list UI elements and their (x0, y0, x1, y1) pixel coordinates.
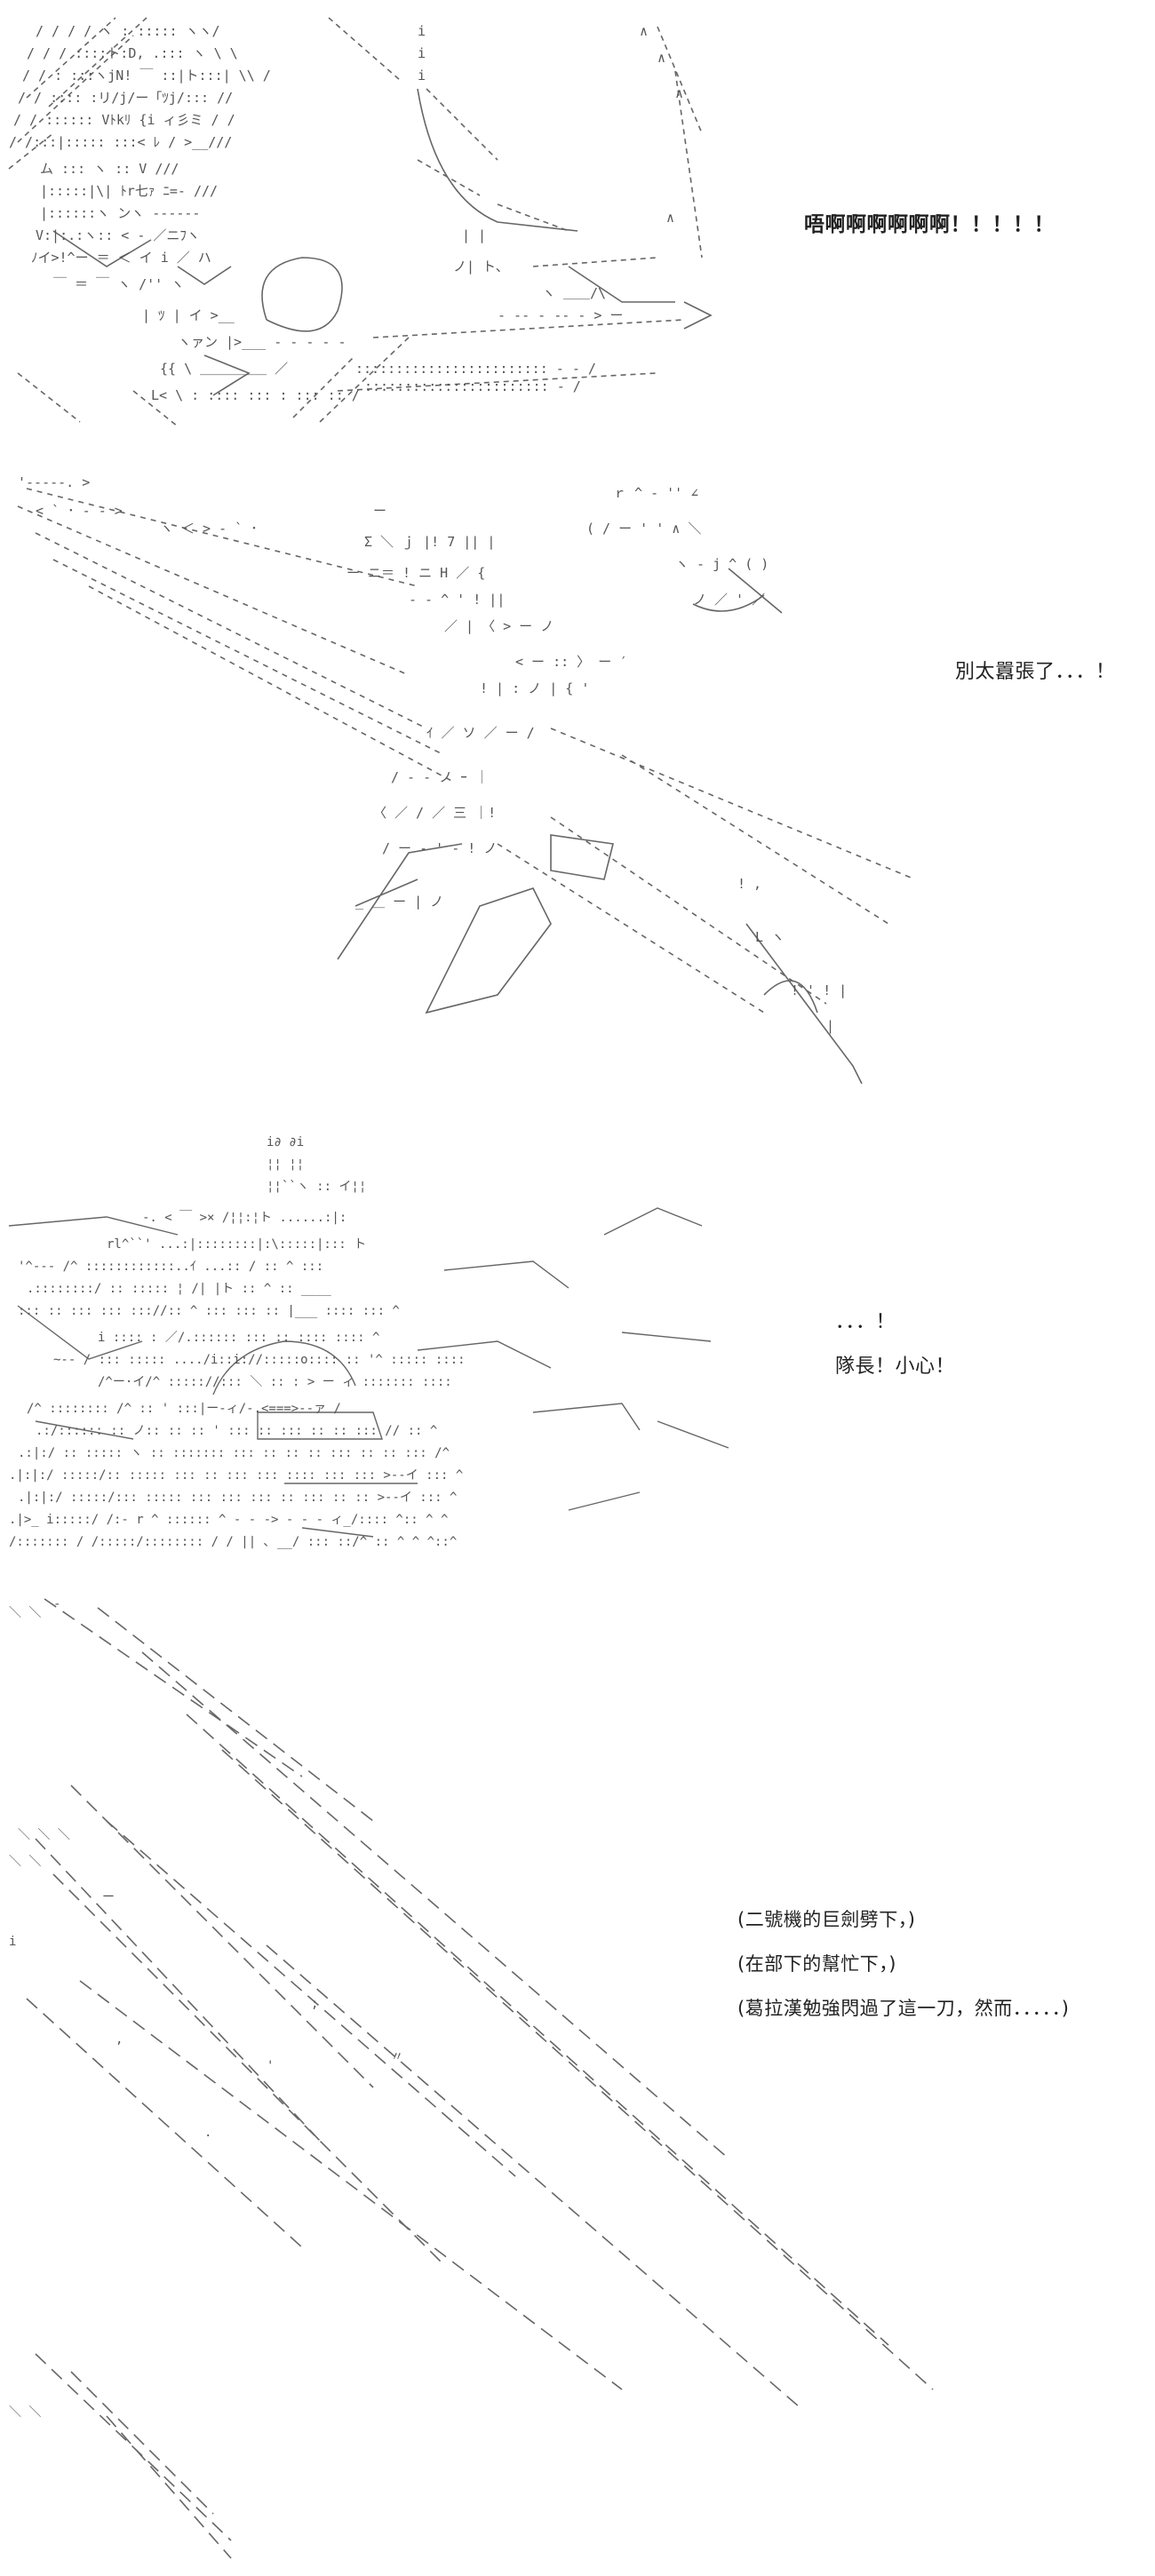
svg-text:|:::::|\| ﾄr七ｧ ﾆ=- ///: |:::::|\| ﾄr七ｧ ﾆ=- /// (40, 183, 218, 199)
svg-text:::::::::::::::::::::::: - /: ::::::::::::::::::::::: - / (364, 378, 581, 394)
svg-text:/^ :::::::: /^ :: ' :::|ー-ィ/-: /^ :::::::: /^ :: ' :::|ー-ィ/-.<===>--ァ / (27, 1402, 341, 1416)
svg-text:! ,: ! , (737, 876, 761, 892)
svg-text:ム ::: ヽ :: V ///: ム ::: ヽ :: V /// (40, 161, 179, 177)
svg-text:-: - (53, 1597, 60, 1611)
svg-text:ヽ ＿＿/\: ヽ ＿＿/\ (542, 285, 606, 301)
svg-text:'^--- /^ ::::::::::::..ｲ ...::: '^--- /^ ::::::::::::..ｲ ...:: / :: ^ ::… (18, 1260, 323, 1274)
svg-text:ー ニ＝ ! ニ H ／ {: ー ニ＝ ! ニ H ／ { (346, 565, 485, 581)
svg-text:.::::::::/ :: ::::: ¦ /| |ト ::: .::::::::/ :: ::::: ¦ /| |ト :: ^ :: ____ (27, 1282, 331, 1296)
svg-text:rl^``' ...:|::::::::|:\:::::|:: rl^``' ...:|::::::::|:\:::::|::: ト (107, 1237, 366, 1252)
svg-text:.|:|:/ :::::/:: ::::: ::: :: :: .|:|:/ :::::/:: ::::: ::: :: ::: ::: :::… (9, 1468, 463, 1483)
svg-text:| ﾂ | イ >__: | ﾂ | イ >__ (142, 307, 235, 323)
svg-text:ヽ ＜ > - ` ･: ヽ ＜ > - ` ･ (160, 521, 258, 537)
svg-text:/::::::: / /:::::/:::::::: /: /::::::: / /:::::/:::::::: / / || ､ __/ … (9, 1535, 457, 1549)
svg-text:i: i (9, 1935, 16, 1949)
ascii-art-screaming-pilot: / / / / ヽ : ::::: ヽヽ/ / / / ::::ト:D, .::… (8, 17, 713, 427)
svg-text:/ / : :::ヽjN! ￣ ::|ト:::| \\ /: / / : :::ヽjN! ￣ ::|ト:::| \\ / (22, 68, 271, 83)
svg-text:'-----. >: '-----. > (18, 474, 90, 490)
svg-text:ｒ ^ - '' ∠: ｒ ^ - '' ∠ (613, 485, 698, 501)
svg-text:/ / / ::::ト:D, .::: ヽ \ \: / / / ::::ト:D, .::: ヽ \ \ (27, 45, 238, 61)
svg-text:ノ| ト、: ノ| ト、 (453, 258, 509, 274)
svg-text:＼ ＼: ＼ ＼ (9, 1606, 41, 1620)
ascii-art-sword-slash: ＼ ＼ - ＼ ＼ ＼ ＼ ＼ i ー ; , ' 〃 . ＼ ＼ (9, 1597, 934, 2559)
svg-text:i: i (418, 23, 426, 39)
panel-4-caption-3: (葛拉漢勉強閃過了這一刀，然而．．．．．) (737, 1998, 1070, 2019)
panel-1-caption: 唔啊啊啊啊啊啊！！！！！ (804, 213, 1055, 236)
svg-text::::::::::::::::::::::::: - - /: :::::::::::::::::::::::: - - / (355, 361, 596, 377)
svg-text:¦¦ ¦¦: ¦¦ ¦¦ (267, 1157, 304, 1172)
svg-text:|::::::ヽ ンヽ ------: |::::::ヽ ンヽ ------ (40, 205, 200, 221)
svg-text:＼ ＼ ＼: ＼ ＼ ＼ (18, 1828, 70, 1842)
svg-text:/ / :::: :リ/j/ー「ﾂj/::: //: / / :::: :リ/j/ー「ﾂj/::: // (18, 90, 233, 106)
svg-text:/ / :::::: Vﾄkﾘ {i ィ彡ミ / /: / / :::::: Vﾄkﾘ {i ィ彡ミ / / (13, 112, 235, 128)
svg-text:/ - - ノ ｰ ｜: / - - ノ ｰ ｜ (391, 769, 489, 785)
svg-text:( / ー ' ' ∧ ＼: ( / ー ' ' ∧ ＼ (586, 521, 701, 537)
svg-text:- -- - -- - > ー: - -- - -- - > ー (498, 307, 623, 323)
ascii-art-mecha-group: i∂ ∂i ¦¦ ¦¦ ¦¦``ヽ :: イ¦¦ -. < ￣ >× /¦¦:¦… (8, 1135, 729, 1549)
svg-text:< ー :: 〉 ー ′: < ー :: 〉 ー ′ (515, 654, 627, 670)
svg-text:| |: | | (462, 227, 486, 243)
svg-text:/ /:::|::::: :::< ﾚ / >__///: / /:::|::::: :::< ﾚ / >__/// (9, 134, 232, 150)
svg-text:~-- / ::: ::::: ..../i::i://::: ~-- / ::: ::::: ..../i::i://:::::o:::: :… (53, 1353, 466, 1367)
panel-3-caption-ellipsis: ．．．！ (835, 1311, 896, 1333)
svg-text:i: i (418, 68, 426, 83)
svg-text:ー: ー (102, 1890, 115, 1904)
svg-text:¦¦``ヽ :: イ¦¦: ¦¦``ヽ :: イ¦¦ (267, 1180, 366, 1194)
svg-text:.:/:::::: :: ノ:: :: :: ' ::: :: .:/:::::: :: ノ:: :: :: ' ::: :: ::: :: :… (36, 1424, 437, 1438)
svg-text:L ヽ: L ヽ (755, 929, 785, 945)
svg-text:￣ ＝ ￣ ヽ /'' ヽ: ￣ ＝ ￣ ヽ /'' ヽ (53, 276, 184, 292)
panel-3: i∂ ∂i ¦¦ ¦¦ ¦¦``ヽ :: イ¦¦ -. < ￣ >× /¦¦:¦… (0, 1128, 1155, 1572)
panel-4-caption-1: (二號機的巨劍劈下，) (737, 1909, 916, 1930)
ascii-art-mecha-clash: '-----. > < ` ･ - - > ヽ ＜ > - ` ･ ー Σ ＼ … (17, 474, 916, 1085)
panel-2: '-----. > < ` ･ - - > ヽ ＜ > - ` ･ ー Σ ＼ … (0, 462, 1155, 1101)
svg-text:{{ \ ＿＿＿＿＿ ／: {{ \ ＿＿＿＿＿ ／ (160, 361, 288, 377)
svg-text:∧: ∧ (666, 210, 674, 226)
svg-text:.: . (204, 2126, 211, 2140)
svg-text:／ | 〈 > ー ノ: ／ | 〈 > ー ノ (444, 618, 554, 634)
svg-text:ノ ／ ' ／: ノ ／ ' ／ (693, 592, 765, 608)
svg-text:ヽ - j ^ ( ): ヽ - j ^ ( ) (675, 556, 769, 572)
svg-text:i: i (418, 45, 426, 61)
panel-1: / / / / ヽ : ::::: ヽヽ/ / / / ::::ト:D, .::… (0, 0, 1155, 435)
svg-text:V:|:.:ヽ:: < - ／ニﾌヽ: V:|:.:ヽ:: < - ／ニﾌヽ (36, 227, 200, 243)
svg-text:! | : ノ | { ': ! | : ノ | { ' (480, 680, 589, 696)
svg-text:i∂ ∂i: i∂ ∂i (267, 1135, 304, 1149)
svg-text:': ' (267, 2059, 274, 2073)
svg-text:.|>_ i:::::/ /:- r ^ :::::: ^: .|>_ i:::::/ /:- r ^ :::::: ^ - - -> - -… (9, 1513, 448, 1527)
svg-text:＼ ＼: ＼ ＼ (9, 2405, 41, 2420)
svg-text:Σ ＼ ｊ |! 7 || |: Σ ＼ ｊ |! 7 || | (364, 534, 495, 550)
svg-text:ヽァン |>___ - - - - -: ヽァン |>___ - - - - - (178, 334, 346, 350)
svg-text:/^ー·イ/^ ::::://::: ＼ :: : > ー: /^ー·イ/^ ::::://::: ＼ :: : > ー ィ ::::::: … (98, 1375, 452, 1389)
svg-text:::: :: ::: ::: ::://:: ^ ::: :: ::: :: ::: ::: ::://:: ^ ::: ::: :: |___… (18, 1304, 400, 1318)
panel-2-caption: 別太囂張了．．．！ (955, 661, 1116, 683)
panel-4-caption-2: (在部下的幫忙下，) (737, 1953, 896, 1975)
svg-text:/ ー - ' - ! ノ: / ー - ' - ! ノ (382, 840, 497, 856)
svg-text:〃: 〃 (391, 2050, 403, 2064)
svg-text:! ' ! |: ! ' ! | (791, 982, 847, 998)
svg-text:.|:|:/ :::::/::: ::::: ::: :::: .|:|:/ :::::/::: ::::: ::: ::: ::: :: ::… (18, 1491, 457, 1505)
svg-text:/ / / / ヽ : ::::: ヽヽ/: / / / / ヽ : ::::: ヽヽ/ (36, 23, 220, 39)
svg-text:,: , (116, 2032, 123, 2047)
svg-text:ﾉイ>!^ー ＝ ＜ イ i ／ ハ: ﾉイ>!^ー ＝ ＜ イ i ／ ハ (31, 250, 211, 266)
svg-text:.:|:/ :: ::::: ヽ :: ::::::: ::: .:|:/ :: ::::: ヽ :: ::::::: ::: :: :: ::… (18, 1446, 450, 1460)
svg-text:- ‐ ^ ' ! ||: - ‐ ^ ' ! || (409, 592, 505, 608)
svg-text:ｲ ／ ソ ／ ー /: ｲ ／ ソ ／ ー / (426, 725, 535, 741)
svg-text:|: | (826, 1018, 834, 1034)
panel-4: ＼ ＼ - ＼ ＼ ＼ ＼ ＼ i ー ; , ' 〃 . ＼ ＼ (二號機的巨… (0, 1590, 1155, 2576)
svg-text:< ` ･ - - >: < ` ･ - - > (36, 503, 123, 519)
svg-text:ー: ー (373, 503, 386, 519)
svg-text:＼ ＼: ＼ ＼ (9, 1855, 41, 1869)
svg-text:_ ＿ ー | ノ: _ ＿ ー | ノ (355, 894, 443, 910)
svg-text:∧: ∧ (675, 85, 683, 101)
svg-text:∧: ∧ (640, 23, 648, 39)
svg-text:-. < ￣ >× /¦¦:¦ト ......:|:: -. < ￣ >× /¦¦:¦ト ......:|: (142, 1211, 346, 1225)
svg-text:L< \ : :::: ::: : ::: :: /: L< \ : :::: ::: : ::: :: / (151, 387, 360, 403)
svg-text:〈 ／ / ／ 三 ｜!: 〈 ／ / ／ 三 ｜! (373, 805, 496, 821)
svg-text:i :::: : ／/.:::::: ::: :: ::: i :::: : ／/.:::::: ::: :: :::: :::: ^ (98, 1331, 379, 1345)
svg-text:;: ; (311, 1997, 318, 2011)
panel-3-caption-warning: 隊長！小心！ (835, 1356, 956, 1378)
svg-text:∧: ∧ (657, 50, 665, 66)
